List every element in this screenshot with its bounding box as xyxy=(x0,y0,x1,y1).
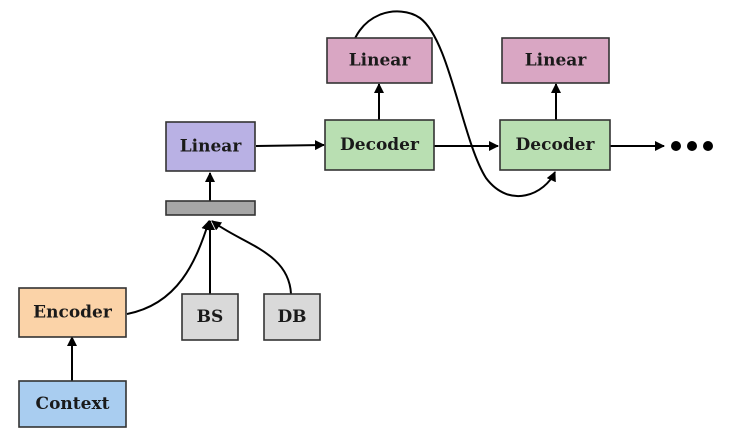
node-bs-label: BS xyxy=(197,307,224,327)
node-encoder-label: Encoder xyxy=(33,303,113,323)
node-decoder-1: Decoder xyxy=(324,119,435,171)
edge-db-to-concat xyxy=(211,220,292,295)
node-linear-output-1-label: Linear xyxy=(349,51,412,71)
edges xyxy=(67,10,665,381)
node-encoder: Encoder xyxy=(18,287,127,338)
ellipsis-dot xyxy=(687,141,697,151)
node-linear-output-2-label: Linear xyxy=(525,51,588,71)
node-decoder-2-label: Decoder xyxy=(516,135,596,155)
node-decoder-1-label: Decoder xyxy=(340,135,420,155)
edge-encoder-to-concat xyxy=(126,220,212,315)
node-context: Context xyxy=(18,380,127,428)
ellipsis-dot xyxy=(703,141,713,151)
node-linear-output-2: Linear xyxy=(501,37,610,84)
node-context-label: Context xyxy=(36,394,110,414)
node-db: DB xyxy=(263,293,321,341)
node-linear-output-1: Linear xyxy=(326,37,433,84)
continuation-ellipsis xyxy=(671,141,713,151)
node-linear-input-label: Linear xyxy=(180,137,243,157)
node-decoder-2: Decoder xyxy=(499,119,611,171)
concat-bar xyxy=(165,200,256,216)
node-db-label: DB xyxy=(277,307,306,327)
node-linear-input: Linear xyxy=(165,121,256,172)
edge-linear-out-1-to-decoder-2 xyxy=(348,10,556,197)
node-bs: BS xyxy=(181,293,239,341)
edge-linear-to-decoder-1 xyxy=(255,140,325,151)
ellipsis-dot xyxy=(671,141,681,151)
